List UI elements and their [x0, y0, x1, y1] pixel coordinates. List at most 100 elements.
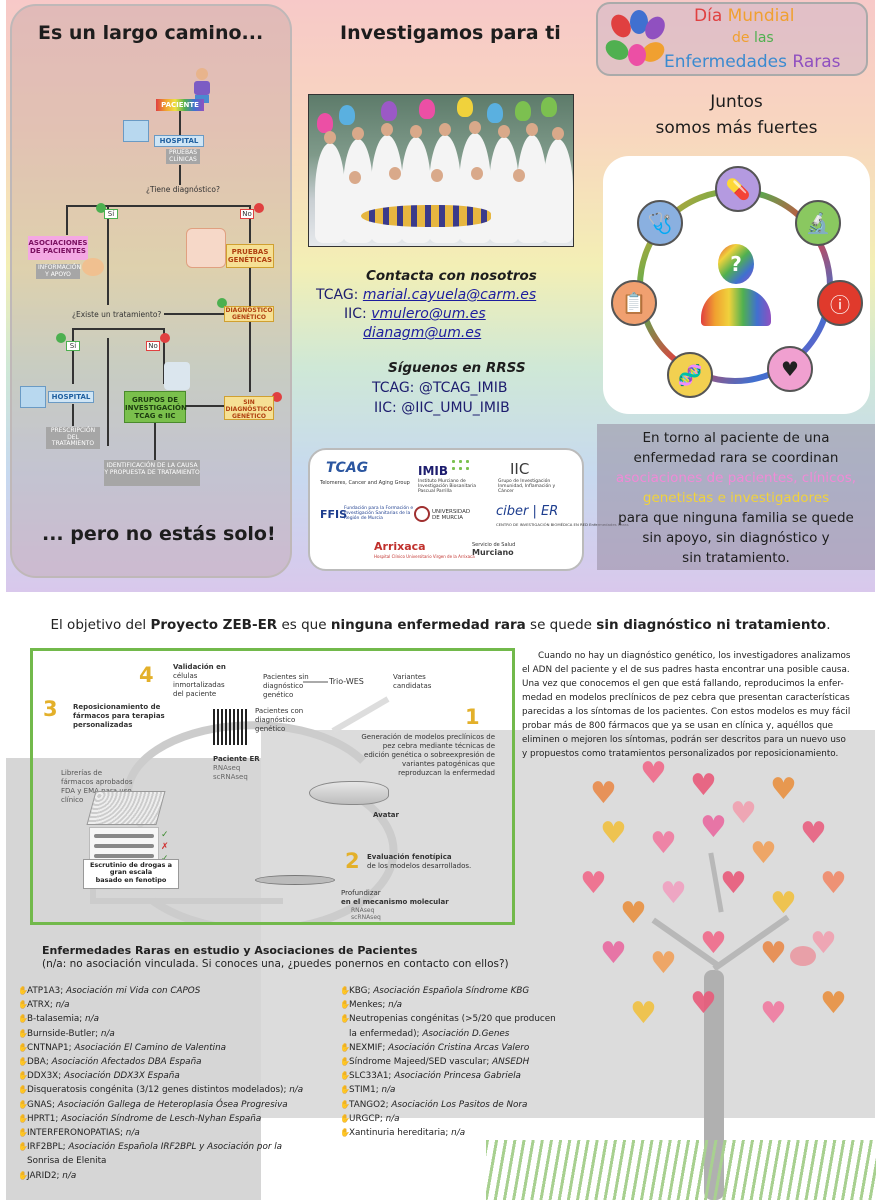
- hospital-building-icon: [123, 120, 149, 142]
- rrss-tcag[interactable]: TCAG: @TCAG_IMIB: [372, 380, 508, 396]
- info-hand-icon: ⓘ: [817, 280, 863, 326]
- para-line: el ADN del paciente y el de sus padres h…: [522, 665, 850, 675]
- disease-name: DDX3X;: [27, 1071, 62, 1082]
- reposicionamiento-text: Reposicionamiento de fármacos para terap…: [73, 703, 165, 730]
- email-link[interactable]: vmulero@um.es: [371, 306, 486, 322]
- heart-icon: ♥: [700, 926, 727, 961]
- para-line: medad en modelos preclínicos de pez cebr…: [522, 693, 850, 703]
- dmer-word: Mundial: [727, 6, 795, 26]
- hand-bullet-icon: ✋: [18, 1142, 28, 1152]
- hand-bullet-icon: ✋: [340, 1042, 350, 1052]
- hand-bullet-icon: ✋: [340, 1128, 350, 1137]
- no-box-2: No: [146, 341, 160, 351]
- dna-barcode-icon: [213, 709, 247, 745]
- para-line: Cuando no hay un diagnóstico genético, l…: [538, 651, 851, 661]
- step-label: variantes patogénicas que: [402, 760, 495, 769]
- pruebas-clinicas-label: PRUEBAS CLÍNICAS: [166, 149, 200, 165]
- disease-list-item: ✋KBG; Asociación Española Síndrome KBG: [340, 986, 529, 996]
- asociaciones-box: ASOCIACIONES DE PACIENTES: [28, 236, 88, 260]
- dna-search-icon: 🧬: [667, 352, 713, 398]
- headline-part: .: [826, 617, 831, 633]
- heart-icon: ♥: [720, 866, 747, 901]
- step-label: de los modelos desarrollados.: [367, 862, 472, 871]
- researcher-microscope-icon: [164, 362, 190, 390]
- imib-dots-icon: [450, 458, 470, 472]
- email-link[interactable]: marial.cayuela@carm.es: [362, 287, 537, 303]
- rrss-iic[interactable]: IIC: @IIC_UMU_IMIB: [374, 400, 510, 416]
- step-label: edición genética o sobreexpresión de: [364, 751, 495, 760]
- prescripcion-label: PRESCRIPCIÓN DEL TRATAMIENTO: [46, 427, 100, 449]
- para-line: Una vez que conocemos el gen que está fa…: [522, 679, 844, 689]
- variantes-text: Variantes candidatas: [393, 673, 431, 691]
- si-box: Sí: [104, 209, 118, 219]
- headline-part: es que: [277, 617, 331, 633]
- dmer-word: Enfermedades: [664, 52, 787, 72]
- association-name: n/a: [59, 1170, 77, 1181]
- heart-icon: ♥: [810, 926, 837, 961]
- question-treatment: ¿Existe un tratamiento?: [72, 310, 162, 319]
- iic-sub: Grupo de Investigación Inmunidad, Inflam…: [498, 479, 556, 494]
- grupos-investigacion-box: GRUPOS DE INVESTIGACIÓN TCAG e IIC: [124, 391, 187, 423]
- disease-name: Burnside-Butler;: [27, 1028, 99, 1039]
- family-icon: ♥: [767, 346, 813, 392]
- hand-bullet-icon: ✋: [18, 1113, 28, 1123]
- dmer-word: las: [753, 30, 774, 46]
- hand-bullet-icon: ✋: [18, 1057, 28, 1066]
- rainbow-patient-icon: ?: [701, 244, 771, 328]
- iic-logo: IIC: [510, 460, 530, 478]
- no-box: No: [240, 209, 254, 219]
- disease-list-item: ✋Neutropenias congénitas (>5/20 que prod…: [340, 1014, 556, 1024]
- association-name: n/a: [82, 1014, 99, 1025]
- step-3-number: 3: [43, 697, 58, 721]
- bird-icon: [790, 946, 816, 966]
- association-name: ANSEDH: [489, 1057, 530, 1067]
- disease-name: KBG;: [349, 986, 371, 996]
- step-4-number: 4: [139, 663, 154, 687]
- association-name: n/a: [98, 1028, 115, 1039]
- disease-list-item: ✋SLC33A1; Asociación Princesa Gabriela: [340, 1071, 521, 1081]
- dmer-word: Raras: [792, 52, 841, 72]
- disease-name: DBA;: [27, 1057, 49, 1067]
- hands-icon: [82, 258, 104, 276]
- disease-list-item: la enfermedad); Asociación D.Genes: [340, 1029, 509, 1039]
- disease-name: HPRT1;: [27, 1113, 59, 1124]
- disease-name: Xantinuria hereditaria;: [349, 1128, 449, 1138]
- para-line: eliminen o mejoren los síntomas, podrán …: [522, 735, 846, 745]
- um-seal-icon: [414, 506, 430, 522]
- association-name: n/a: [448, 1128, 466, 1138]
- generacion-text: Generación de modelos preclínicos de pez…: [355, 733, 495, 778]
- heart-icon: ♥: [630, 996, 657, 1031]
- headline-part: ninguna enfermedad rara: [330, 617, 526, 633]
- heart-icon: ♥: [820, 986, 847, 1021]
- escrutinio-box: Escrutinio de drogas a gran escala basad…: [83, 859, 179, 889]
- step-label: pez cebra mediante técnicas de: [382, 742, 495, 751]
- left-footer: ... pero no estás solo!: [42, 523, 276, 545]
- disease-name: CNTNAP1;: [27, 1042, 72, 1053]
- disease-list-item: ✋STIM1; n/a: [340, 1085, 395, 1095]
- contact-iic-2: dianagm@um.es: [363, 325, 481, 341]
- disease-name: JARID2;: [27, 1170, 60, 1181]
- heart-icon: ♥: [650, 826, 677, 861]
- association-name: n/a: [385, 1000, 403, 1011]
- contact-label: TCAG:: [316, 287, 359, 303]
- email-link[interactable]: dianagm@um.es: [363, 325, 482, 341]
- disease-list-item: ✋Burnside-Butler; n/a: [18, 1029, 115, 1039]
- association-name: n/a: [378, 1085, 396, 1096]
- si-box-2: Sí: [66, 341, 80, 351]
- hand-bullet-icon: ✋: [18, 1014, 28, 1024]
- disease-name: Disqueratosis congénita (3/12 genes dist…: [27, 1085, 287, 1096]
- disease-list-item: ✋TANGO2; Asociación Los Pasitos de Nora: [340, 1100, 527, 1110]
- pacientes-sin-text: Pacientes sin diagnóstico genético: [263, 673, 309, 700]
- patient-box: PACIENTE: [156, 99, 204, 111]
- hand-bullet-icon: ✋: [18, 1170, 28, 1180]
- para-line: parecidas a los síntomas de los paciente…: [522, 707, 851, 717]
- heart-icon: ♥: [770, 886, 797, 921]
- step-label: Evaluación fenotípica: [367, 853, 452, 861]
- hand-bullet-icon: ✋: [18, 1000, 28, 1010]
- step-label: Generación de modelos preclínicos de: [361, 733, 495, 741]
- step-label: scRNAseq: [213, 773, 248, 782]
- disease-name: NEXMIF;: [349, 1042, 386, 1053]
- red-smiley-icon-3: [272, 392, 282, 402]
- association-name: n/a: [382, 1113, 400, 1124]
- ffis-sub: Fundación para la Formación e Investigac…: [344, 506, 414, 521]
